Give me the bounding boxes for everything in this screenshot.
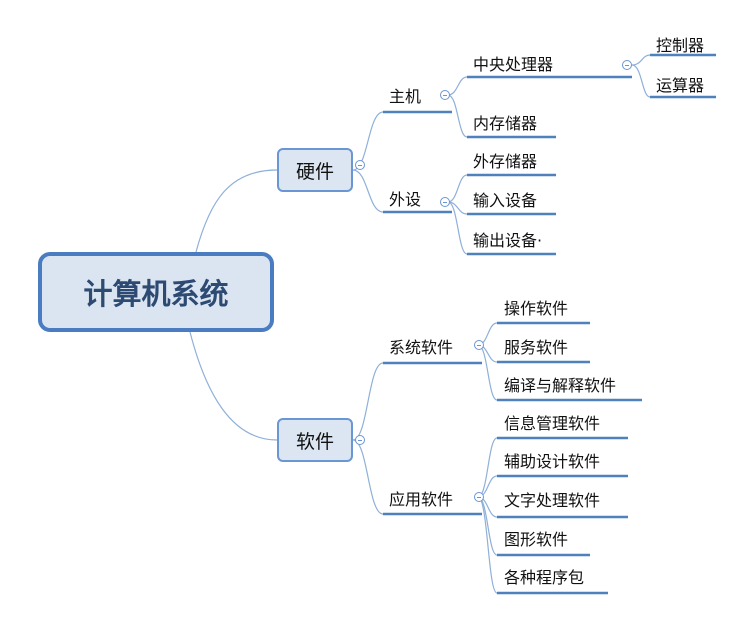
- collapse-cpu-icon[interactable]: [622, 60, 632, 70]
- memory-node[interactable]: 内存储器: [473, 114, 538, 133]
- connector-host-cpu: [447, 76, 468, 96]
- cpu-node[interactable]: 中央处理器: [473, 55, 554, 74]
- controller-node[interactable]: 控制器: [656, 36, 705, 55]
- collapse-application-icon[interactable]: [474, 492, 484, 502]
- program-packages-node[interactable]: 各种程序包: [504, 568, 585, 587]
- connector-peripheral-storage: [447, 174, 468, 203]
- compiler-software-node[interactable]: 编译与解释软件: [504, 376, 617, 395]
- connector-cpu-alu: [631, 64, 651, 98]
- collapse-hardware-icon[interactable]: [355, 160, 365, 170]
- collapse-system-icon[interactable]: [474, 340, 484, 350]
- connector-software-application: [352, 439, 384, 515]
- connector-software-system: [352, 362, 384, 441]
- hardware-label: 硬件: [295, 160, 334, 183]
- collapse-software-icon[interactable]: [355, 435, 365, 445]
- application-software-node[interactable]: 应用软件: [389, 490, 454, 509]
- collapse-host-icon[interactable]: [440, 90, 450, 100]
- connector-cpu-controller: [631, 54, 651, 66]
- host-node[interactable]: 主机: [389, 87, 422, 106]
- connector-hardware-peripheral: [352, 169, 384, 213]
- hardware-node[interactable]: 硬件: [277, 148, 353, 192]
- system-software-node[interactable]: 系统软件: [389, 338, 454, 357]
- alu-node[interactable]: 运算器: [656, 76, 705, 95]
- root-node[interactable]: 计算机系统: [38, 252, 274, 332]
- cad-software-node[interactable]: 辅助设计软件: [504, 452, 601, 471]
- service-software-node[interactable]: 服务软件: [504, 338, 569, 357]
- external-storage-node[interactable]: 外存储器: [473, 152, 538, 171]
- software-label: 软件: [295, 430, 334, 453]
- text-processing-software-node[interactable]: 文字处理软件: [504, 491, 601, 510]
- connector-root-hardware: [195, 169, 278, 253]
- input-device-node[interactable]: 输入设备: [473, 191, 538, 210]
- connector-root-software: [189, 331, 278, 441]
- os-software-node[interactable]: 操作软件: [504, 299, 569, 318]
- peripheral-node[interactable]: 外设: [389, 190, 422, 209]
- connector-peripheral-output: [447, 201, 468, 255]
- connector-host-memory: [447, 94, 468, 138]
- output-device-node[interactable]: 输出设备·: [473, 231, 543, 250]
- connector-app-packages: [477, 496, 498, 594]
- graphics-software-node[interactable]: 图形软件: [504, 530, 569, 549]
- info-mgmt-software-node[interactable]: 信息管理软件: [504, 414, 601, 433]
- collapse-peripheral-icon[interactable]: [440, 197, 450, 207]
- software-node[interactable]: 软件: [277, 418, 353, 462]
- root-label: 计算机系统: [83, 277, 229, 311]
